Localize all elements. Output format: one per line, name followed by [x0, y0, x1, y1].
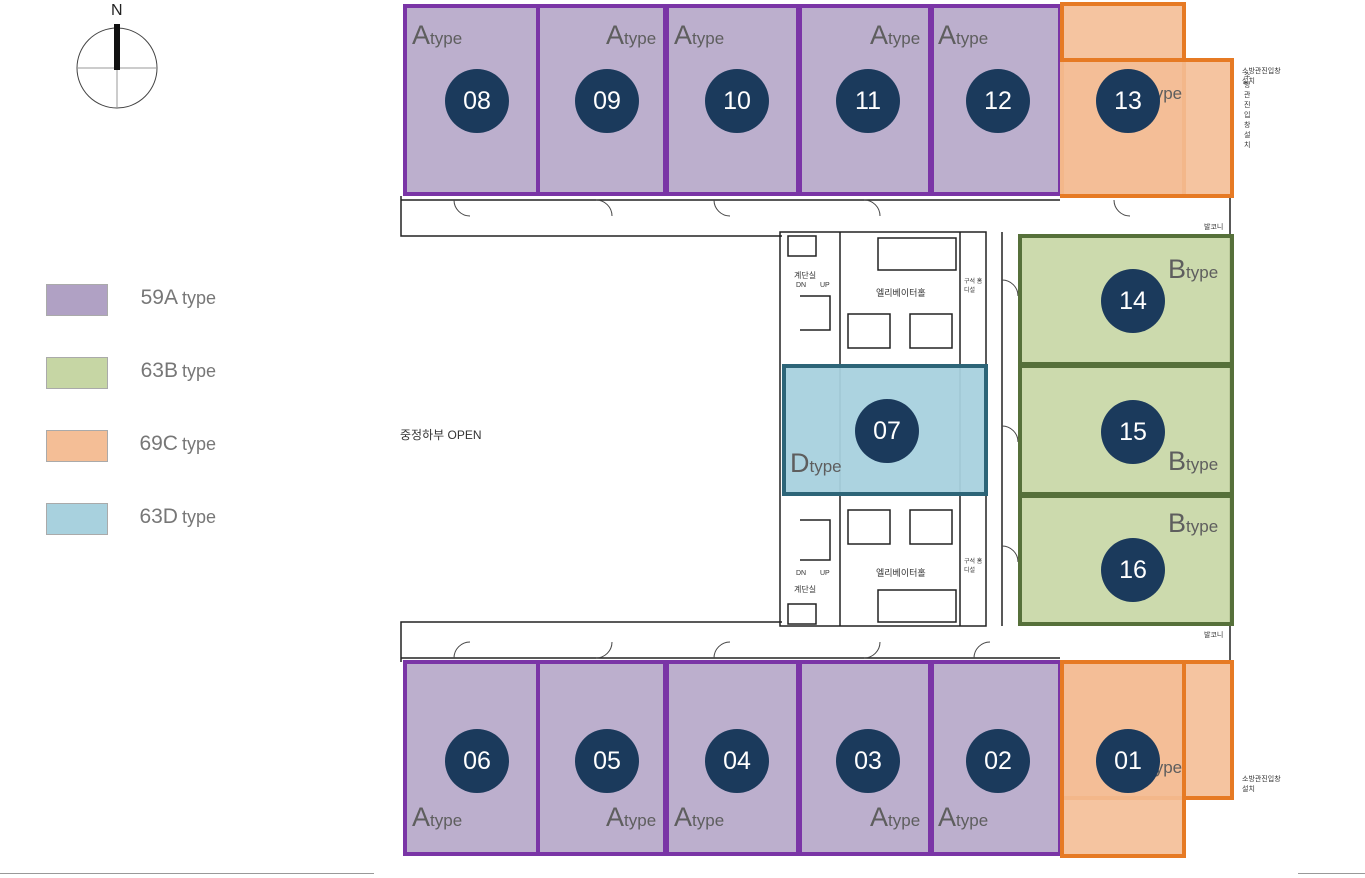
shaft-label-bottom: 구석 홈디설 [964, 559, 983, 574]
unit-badge-09[interactable]: 09 [575, 69, 639, 133]
unit-type-tag: Dtype [790, 448, 842, 479]
unit-badge-16[interactable]: 16 [1101, 538, 1165, 602]
unit-area-03 [798, 660, 932, 856]
type-letter: A [606, 20, 625, 50]
type-suffix: type [888, 29, 921, 48]
unit-type-tag: Btype [1168, 508, 1218, 539]
elevator-hall-label-top: 엘리베이터홀 [876, 288, 926, 298]
courtyard-open-label: 중정하부 OPEN [400, 428, 482, 442]
legend-swatch-69c [46, 430, 108, 462]
unit-badge-01[interactable]: 01 [1096, 729, 1160, 793]
stair-label-top: 계단실 [794, 271, 817, 280]
unit-badge-14[interactable]: 14 [1101, 269, 1165, 333]
floor-plan: Atype Atype Atype Atype Atype type Btype… [370, 0, 1250, 878]
type-letter: A [412, 802, 431, 832]
unit-type-tag: Atype [606, 20, 656, 51]
legend-suffix: type [181, 361, 216, 381]
legend-code: 63B [140, 359, 178, 382]
type-letter: A [674, 802, 693, 832]
unit-type-tag: Atype [938, 802, 988, 833]
legend-suffix: type [181, 288, 216, 308]
type-letter: B [1168, 446, 1187, 476]
unit-type-tag: Atype [674, 20, 724, 51]
unit-type-tag: Atype [938, 20, 988, 51]
legend-suffix: type [181, 507, 216, 527]
unit-badge-06[interactable]: 06 [445, 729, 509, 793]
unit-badge-12[interactable]: 12 [966, 69, 1030, 133]
unit-type-tag: Atype [674, 802, 724, 833]
stair-label-bottom: 계단실 [794, 585, 817, 594]
unit-badge-15[interactable]: 15 [1101, 400, 1165, 464]
compass-north-arrow-icon [76, 24, 158, 109]
type-suffix: type [1186, 455, 1219, 474]
legend-code: 63D [139, 505, 178, 528]
legend-swatch-59a [46, 284, 108, 316]
type-letter: A [938, 20, 957, 50]
unit-type-tag: Btype [1168, 446, 1218, 477]
type-suffix: type [956, 29, 989, 48]
facility-note-bottom: 소방관진입창 설치 [1242, 776, 1281, 793]
type-suffix: type [888, 811, 921, 830]
unit-type-tag: Btype [1168, 254, 1218, 285]
type-suffix: type [430, 29, 463, 48]
type-letter: A [870, 802, 889, 832]
type-suffix: type [430, 811, 463, 830]
type-suffix: type [809, 457, 842, 476]
type-suffix: type [624, 811, 657, 830]
type-suffix: type [1186, 517, 1219, 536]
type-suffix: type [956, 811, 989, 830]
unit-badge-08[interactable]: 08 [445, 69, 509, 133]
type-suffix: type [1186, 263, 1219, 282]
type-letter: A [606, 802, 625, 832]
page-divider-right [1298, 873, 1365, 874]
unit-badge-07[interactable]: 07 [855, 399, 919, 463]
unit-type-tag: Atype [412, 20, 462, 51]
balcony-label-bottom: 발코니 [1204, 632, 1224, 639]
elevator-hall-label-bottom: 엘리베이터홀 [876, 568, 926, 578]
unit-badge-13[interactable]: 13 [1096, 69, 1160, 133]
legend-swatch-63d [46, 503, 108, 535]
legend-code: 59A [140, 286, 178, 309]
legend-swatch-63b [46, 357, 108, 389]
type-letter: A [412, 20, 431, 50]
stair-dn-label: DN [796, 570, 807, 577]
unit-type-tag: Atype [412, 802, 462, 833]
page-divider-left [0, 873, 374, 874]
stair-up-label: UP [820, 570, 830, 577]
stair-dn-label: DN [796, 282, 807, 289]
unit-type-tag: Atype [870, 802, 920, 833]
unit-badge-05[interactable]: 05 [575, 729, 639, 793]
type-letter: B [1168, 254, 1187, 284]
unit-badge-11[interactable]: 11 [836, 69, 900, 133]
unit-badge-10[interactable]: 10 [705, 69, 769, 133]
type-letter: A [674, 20, 693, 50]
compass: N [74, 2, 160, 110]
unit-type-tag: Atype [870, 20, 920, 51]
type-letter: D [790, 448, 810, 478]
legend-code: 69C [139, 432, 178, 455]
legend-suffix: type [181, 434, 216, 454]
type-letter: B [1168, 508, 1187, 538]
type-letter: A [938, 802, 957, 832]
balcony-label-top: 발코니 [1204, 224, 1224, 231]
type-letter: A [870, 20, 889, 50]
type-suffix: type [692, 811, 725, 830]
unit-badge-03[interactable]: 03 [836, 729, 900, 793]
shaft-label-top: 구석 홈디설 [964, 279, 983, 294]
unit-badge-04[interactable]: 04 [705, 729, 769, 793]
unit-badge-02[interactable]: 02 [966, 729, 1030, 793]
compass-north-label: N [111, 2, 123, 19]
stair-up-label: UP [820, 282, 830, 289]
facility-note-top: 소방관진입창 설치 [1242, 68, 1281, 85]
type-suffix: type [624, 29, 657, 48]
facility-label-top: 소방관진입창 설치 [1244, 72, 1250, 149]
type-suffix: type [692, 29, 725, 48]
unit-type-tag: Atype [606, 802, 656, 833]
